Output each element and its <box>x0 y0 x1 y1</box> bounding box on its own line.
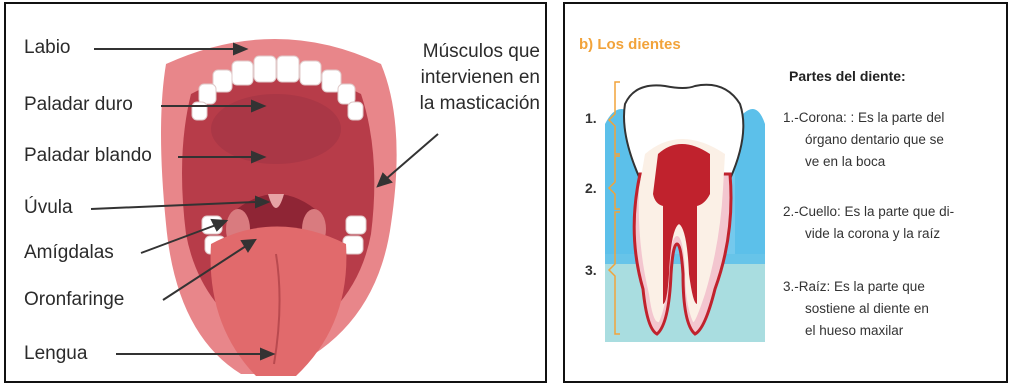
label-uvula: Úvula <box>24 197 73 218</box>
marker-1: 1. <box>585 110 597 126</box>
part-cuello-line-2: vide la corona y la raíz <box>805 226 941 241</box>
upper-teeth <box>191 55 364 121</box>
marker-3: 3. <box>585 262 597 278</box>
label-paladar-blando: Paladar blando <box>24 145 152 166</box>
tooth-pulp <box>653 144 710 304</box>
label-amigdalas: Amígdalas <box>24 242 114 263</box>
tooth-diagram-panel: b) Los dientes 1. 2. 3. Partes del dient… <box>563 2 1008 383</box>
label-musculos-line-2: intervienen en <box>420 67 540 88</box>
section-braces <box>607 81 620 335</box>
label-musculos-line-3: la masticación <box>419 93 540 114</box>
parts-heading: Partes del diente: <box>789 68 906 84</box>
uvula-shape <box>268 194 284 208</box>
label-musculos-line-1: Músculos que <box>422 41 540 62</box>
part-corona: 1.-Corona: : Es la parte del órgano dent… <box>783 107 1005 173</box>
section-title: b) Los dientes <box>579 36 681 53</box>
label-arrows <box>90 42 439 361</box>
part-raiz: 3.-Raíz: Es la parte que sostiene al die… <box>783 276 1005 342</box>
label-paladar-duro: Paladar duro <box>24 94 133 115</box>
part-raiz-line-2: sostiene al diente en <box>805 301 929 316</box>
tongue-shape <box>210 226 347 376</box>
hard-palate <box>211 94 341 164</box>
part-cuello: 2.-Cuello: Es la parte que di- vide la c… <box>783 201 1005 245</box>
label-lengua: Lengua <box>24 343 88 364</box>
part-raiz-line-1: 3.-Raíz: Es la parte que <box>783 279 925 294</box>
part-corona-line-2: órgano dentario que se <box>805 132 944 147</box>
tongue-groove <box>273 253 281 365</box>
part-cuello-line-1: 2.-Cuello: Es la parte que di- <box>783 204 955 219</box>
label-labio: Labio <box>24 37 71 58</box>
part-corona-line-3: ve en la boca <box>805 154 886 169</box>
tooth-illustration <box>605 81 765 342</box>
mouth-illustration <box>90 39 439 376</box>
part-corona-line-1: 1.-Corona: : Es la parte del <box>783 110 945 125</box>
mouth-diagram-panel: Labio Paladar duro Paladar blando Úvula … <box>4 2 547 383</box>
label-oronfaringe: Oronfaringe <box>24 289 125 310</box>
part-raiz-line-3: el hueso maxilar <box>805 323 904 338</box>
marker-2: 2. <box>585 180 597 196</box>
